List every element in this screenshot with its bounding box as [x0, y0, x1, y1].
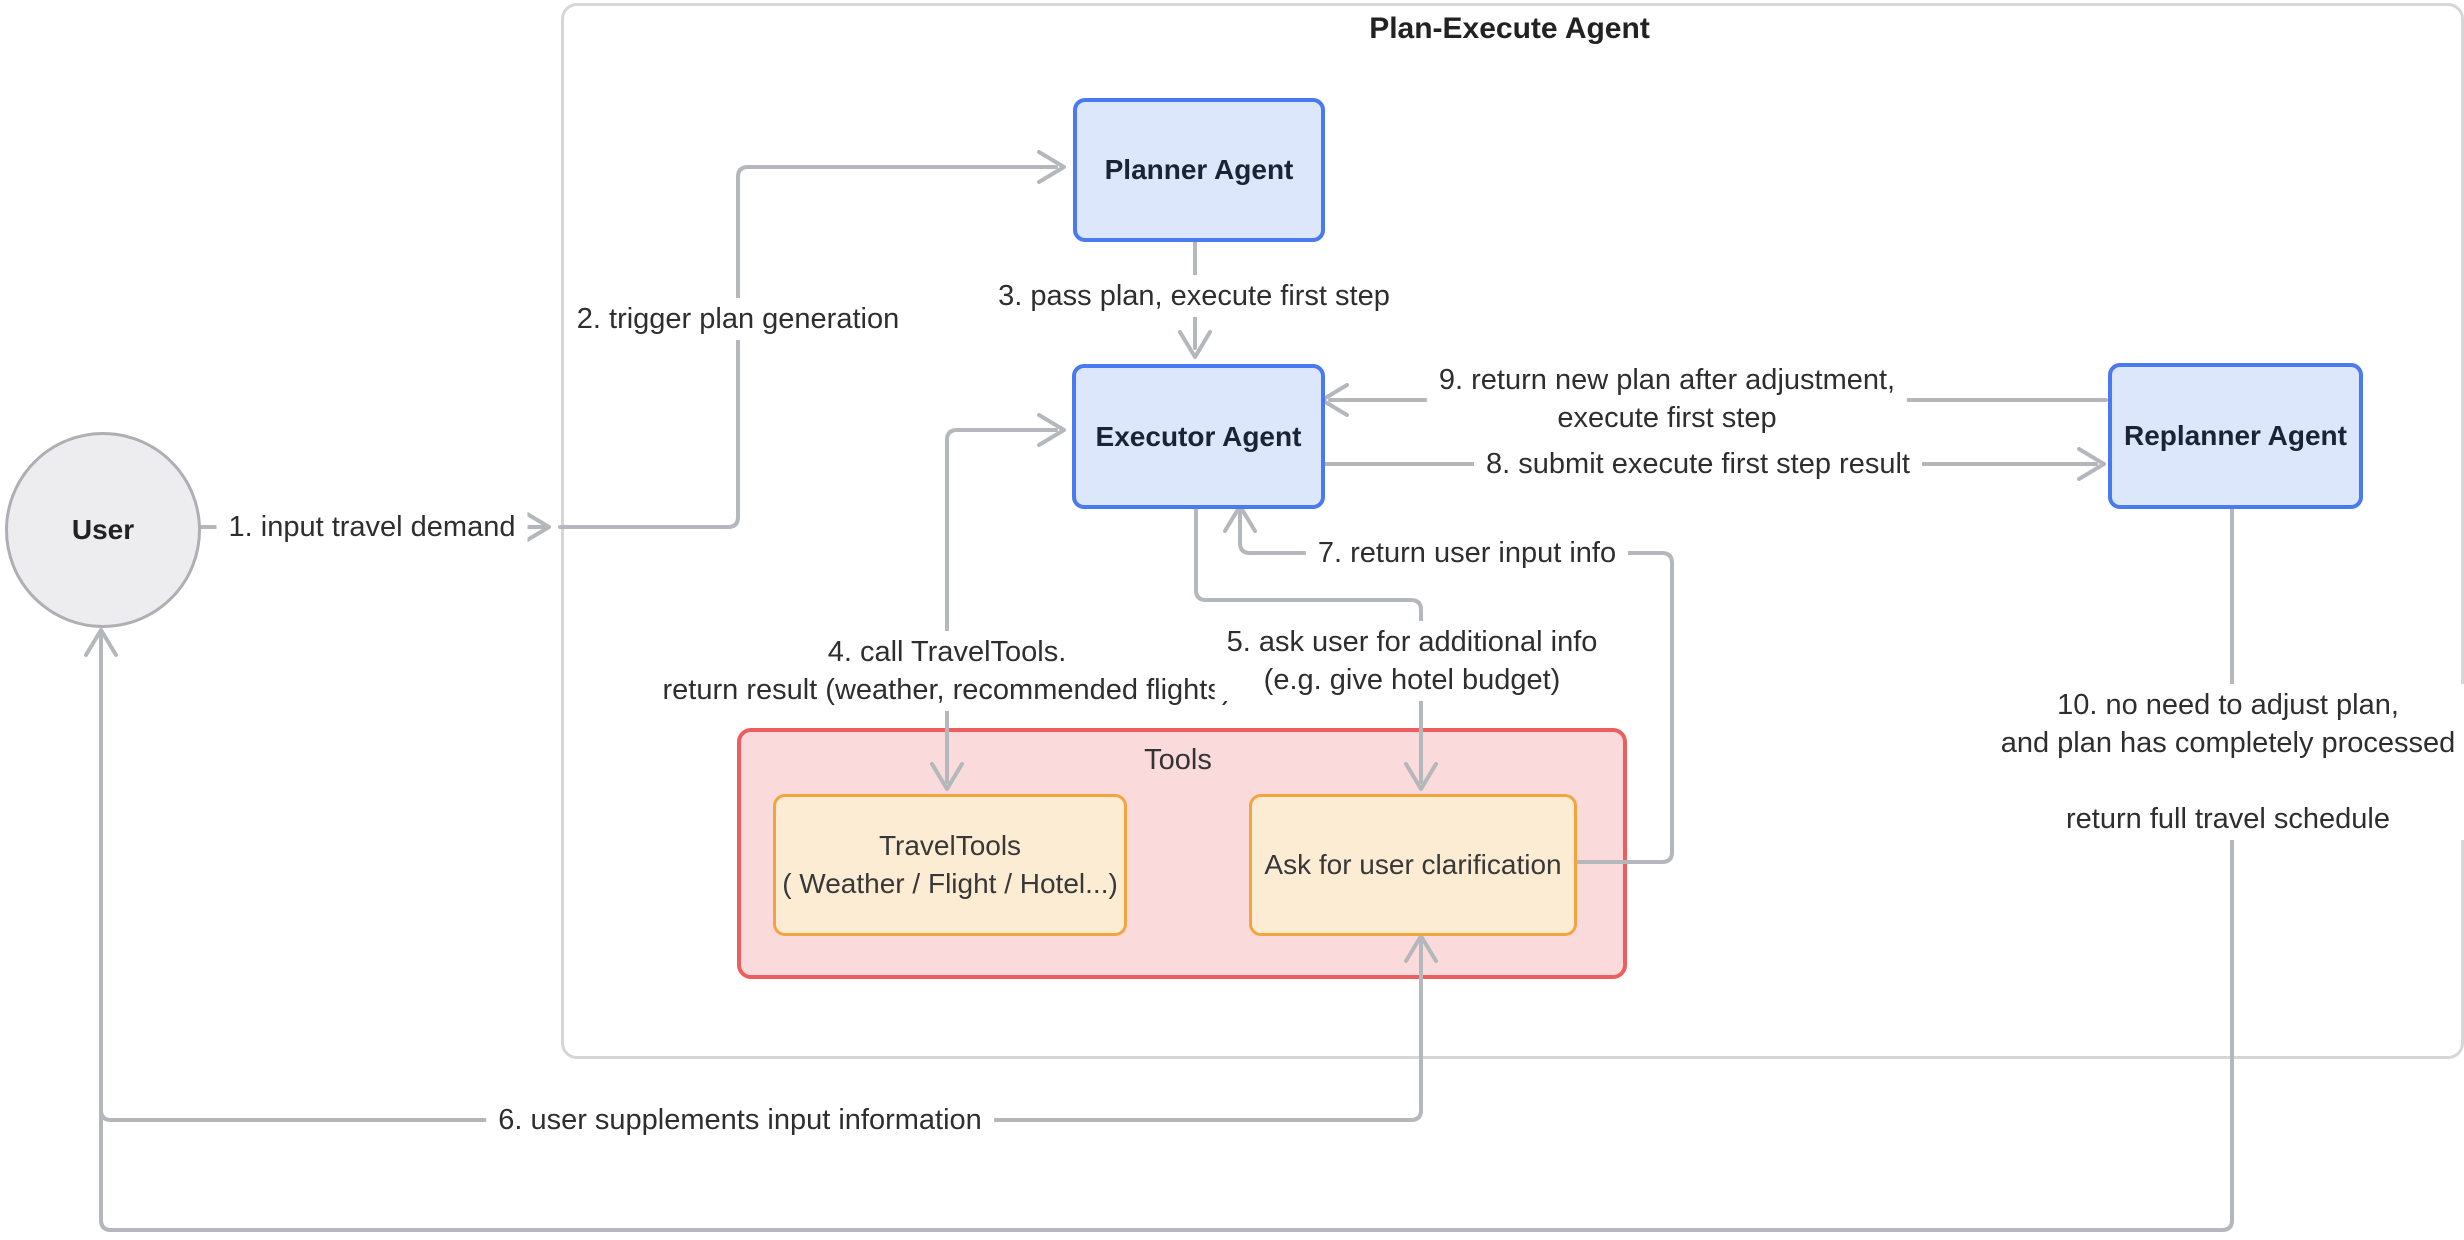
edge-label-7: 7. return user input info	[1305, 532, 1629, 574]
edge-label-4-line2: return result (weather, recommended flig…	[662, 674, 1232, 706]
edge-3-arrowhead-icon	[1178, 330, 1212, 359]
edge-label-10-line1: 10. no need to adjust plan,	[2057, 689, 2399, 721]
node-ask-user-clarification: Ask for user clarification	[1249, 794, 1577, 936]
edge-label-2: 2. trigger plan generation	[564, 298, 912, 340]
node-user-label: User	[71, 514, 135, 545]
edge-label-9-line2: execute first step	[1557, 402, 1777, 434]
edge-label-5: 5. ask user for additional info (e.g. gi…	[1214, 621, 1610, 701]
edge-label-10: 10. no need to adjust plan, and plan has…	[1988, 684, 2464, 840]
edge-label-10-line4: return full travel schedule	[2066, 803, 2390, 835]
edge-label-4-line1: 4. call TravelTools.	[827, 636, 1067, 668]
edge-label-8: 8. submit execute first step result	[1474, 443, 1922, 485]
edge-10-line	[99, 501, 2234, 1232]
node-planner-agent: Planner Agent	[1073, 98, 1325, 242]
node-travel-tools-label-line1: TravelTools	[878, 830, 1022, 861]
edge-label-10-line2: and plan has completely processed	[2000, 727, 2456, 759]
edge-4-line	[945, 428, 1058, 784]
edge-5-arrowhead-icon	[1404, 762, 1438, 791]
edge-label-10-line3	[2001, 762, 2456, 800]
node-user: User	[5, 432, 201, 628]
edge-1-arrowhead-icon	[522, 510, 551, 544]
edge-label-5-line1: 5. ask user for additional info	[1226, 626, 1598, 658]
edge-label-6: 6. user supplements input information	[486, 1099, 994, 1141]
node-executor-agent: Executor Agent	[1072, 364, 1325, 509]
edge-label-1: 1. input travel demand	[216, 506, 528, 548]
edge-label-9: 9. return new plan after adjustment, exe…	[1426, 359, 1908, 439]
node-travel-tools-label-line2: ( Weather / Flight / Hotel...)	[782, 868, 1118, 899]
edge-8-arrowhead-icon	[2077, 447, 2106, 481]
edge-label-3: 3. pass plan, execute first step	[986, 275, 1402, 317]
edge-7-line	[1238, 510, 1674, 864]
edge-4-arrowhead-right-icon	[1037, 413, 1066, 447]
edge-4-arrowhead-down-icon	[930, 762, 964, 791]
edge-10-arrowhead-icon	[84, 628, 118, 657]
node-replanner-agent-label: Replanner Agent	[2124, 420, 2347, 451]
plan-execute-agent-title: Plan-Execute Agent	[1369, 12, 1650, 45]
edge-6-arrowhead-icon	[1404, 934, 1438, 963]
node-ask-user-clarification-label: Ask for user clarification	[1264, 849, 1562, 880]
node-planner-agent-label: Planner Agent	[1104, 154, 1294, 185]
node-travel-tools: TravelTools ( Weather / Flight / Hotel..…	[773, 794, 1127, 936]
edge-label-9-line1: 9. return new plan after adjustment,	[1438, 364, 1896, 396]
edge-2-line	[558, 165, 1058, 529]
edge-label-5-line2: (e.g. give hotel budget)	[1263, 664, 1561, 696]
tools-group-title: Tools	[1144, 744, 1212, 776]
edge-label-4: 4. call TravelTools. return result (weat…	[650, 631, 1244, 711]
edge-5-line	[1194, 503, 1423, 784]
edge-2-arrowhead-icon	[1037, 150, 1066, 184]
node-replanner-agent: Replanner Agent	[2108, 363, 2363, 509]
node-executor-agent-label: Executor Agent	[1095, 420, 1302, 452]
